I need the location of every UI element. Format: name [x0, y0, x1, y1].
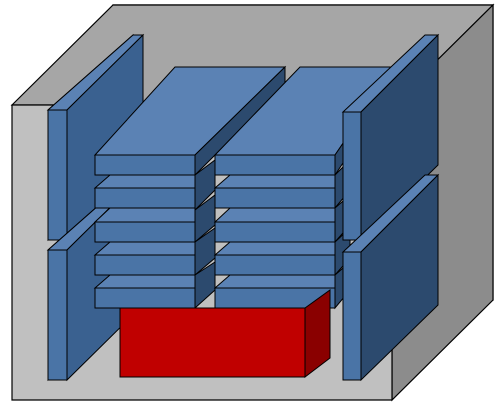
left-stack-plate-3 [94, 221, 196, 243]
left-stack-plate-1 [94, 154, 196, 176]
right-stack-plate-3 [214, 221, 336, 243]
right-stack-plate-1 [214, 154, 336, 176]
right-plate-lower [341, 173, 440, 382]
left-stack [93, 65, 287, 310]
left-plate-upper [46, 33, 145, 242]
right-stack-plate-2 [214, 187, 336, 209]
red-block-front [119, 307, 306, 378]
right-vertical-plates [341, 33, 440, 382]
right-plate-upper [341, 33, 440, 242]
right-stack-plate-4 [214, 254, 336, 276]
left-stack-plate-2 [94, 187, 196, 209]
left-stack-plate-4 [94, 254, 196, 276]
left-stack-plate-5 [94, 287, 196, 309]
red-base-block [119, 289, 331, 379]
